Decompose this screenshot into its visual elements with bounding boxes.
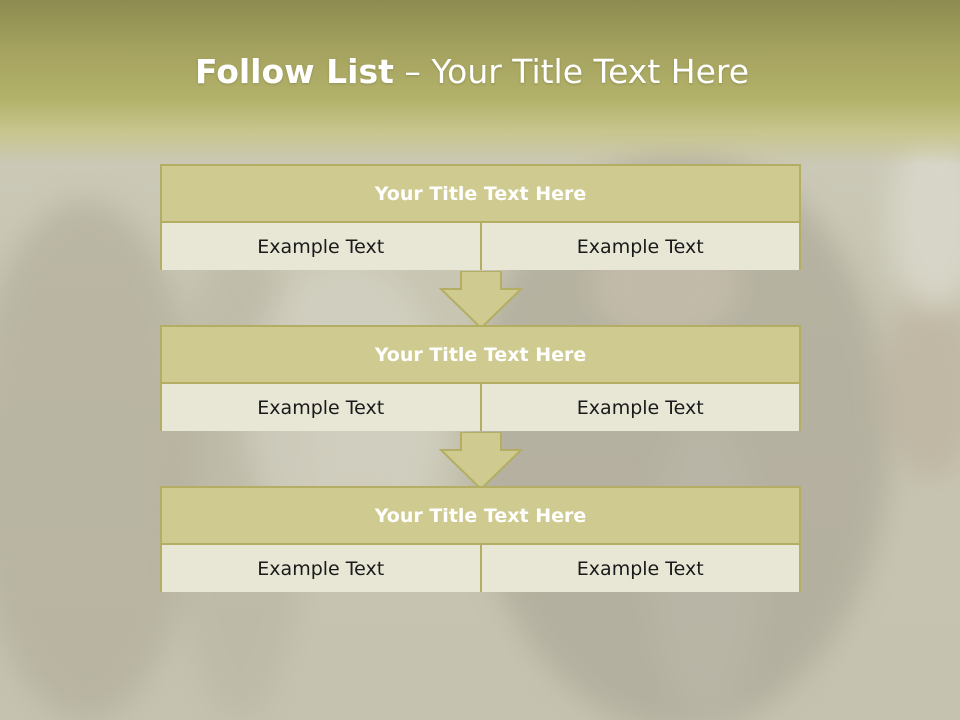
slide-title-bold: Follow List: [194, 52, 394, 91]
step-cell-right: Example Text: [479, 384, 799, 431]
title-band: [0, 0, 960, 165]
background-photo-blur: [880, 290, 960, 480]
step-row: Example Text Example Text: [162, 223, 799, 270]
step-cell-left: Example Text: [162, 384, 480, 431]
step-heading: Your Title Text Here: [162, 327, 799, 384]
step-heading: Your Title Text Here: [162, 488, 799, 545]
slide-title: Follow List – Your Title Text Here: [0, 52, 944, 91]
step-cell-right: Example Text: [479, 223, 799, 270]
step-box-2: Your Title Text Here Example Text Exampl…: [160, 325, 801, 431]
step-row: Example Text Example Text: [162, 384, 799, 431]
step-cell-left: Example Text: [162, 223, 480, 270]
down-arrow-icon: [439, 432, 523, 490]
down-arrow-icon: [439, 271, 523, 329]
background-photo: [0, 200, 200, 720]
step-row: Example Text Example Text: [162, 545, 799, 592]
step-heading: Your Title Text Here: [162, 166, 799, 223]
step-cell-right: Example Text: [479, 545, 799, 592]
step-cell-left: Example Text: [162, 545, 480, 592]
step-box-1: Your Title Text Here Example Text Exampl…: [160, 164, 801, 270]
slide-title-rest: – Your Title Text Here: [393, 52, 750, 91]
step-box-3: Your Title Text Here Example Text Exampl…: [160, 486, 801, 592]
